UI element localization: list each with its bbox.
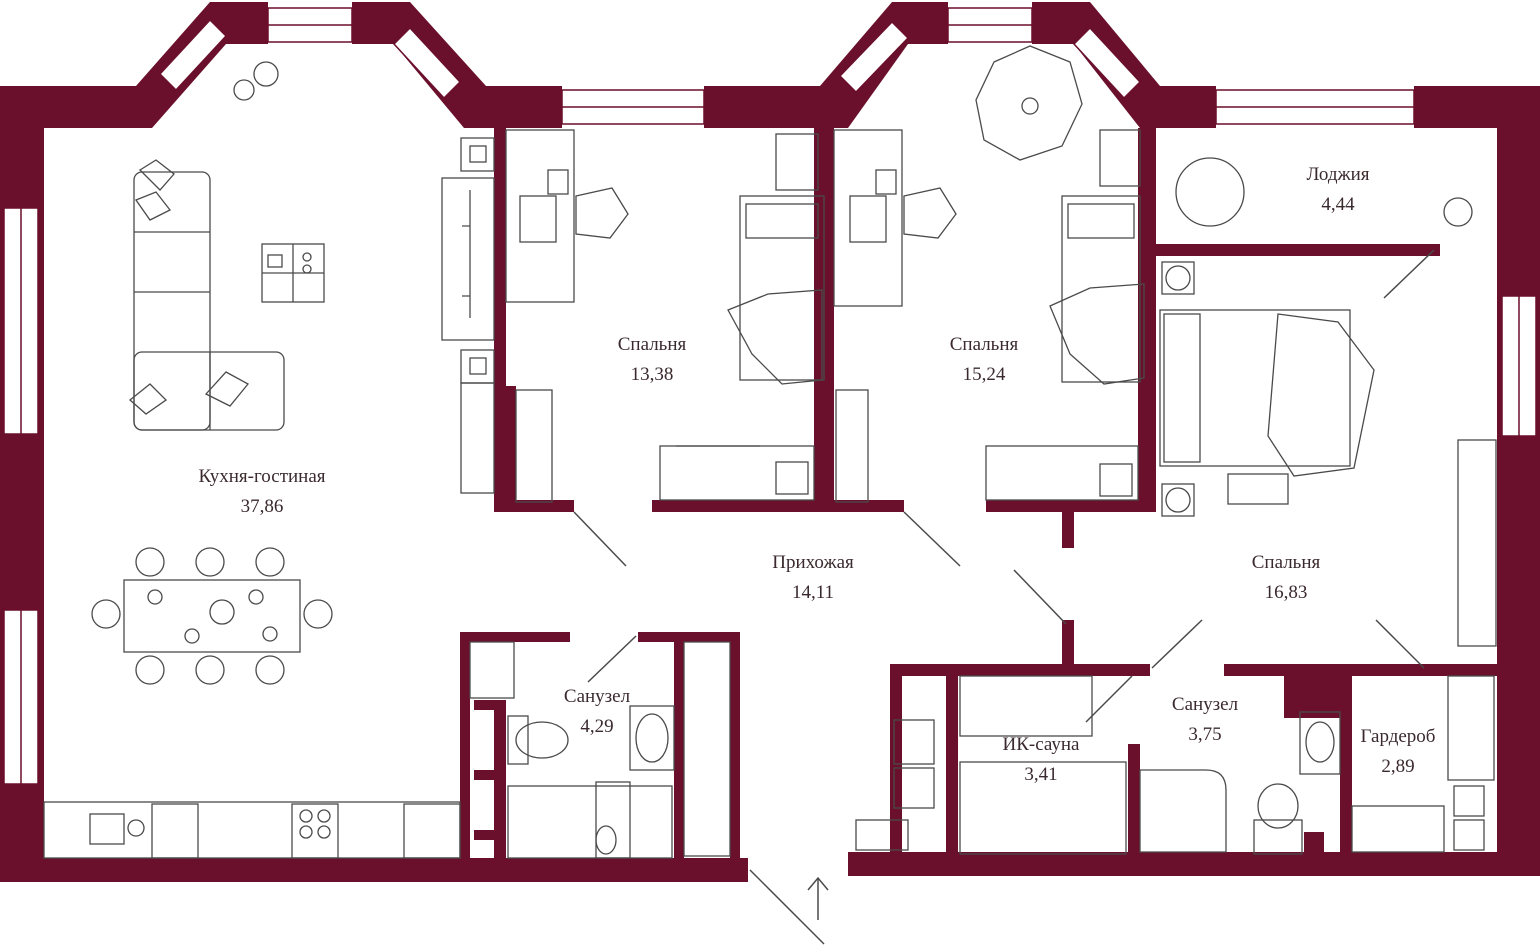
doors	[573, 249, 1435, 945]
room-name: Лоджия	[1306, 164, 1370, 185]
room-label-bathroom-2: Санузел 3,75	[1172, 690, 1238, 750]
walls	[0, 2, 1540, 882]
room-label-kitchen-living: Кухня-гостиная 37,86	[198, 462, 325, 522]
room-name: Спальня	[1251, 552, 1321, 573]
room-name: Санузел	[1171, 694, 1239, 715]
room-label-bedroom-2: Спальня 15,24	[950, 330, 1019, 390]
room-name: ИК-сауна	[1002, 734, 1080, 755]
room-area: 16,83	[1264, 582, 1308, 603]
room-name: Санузел	[563, 686, 631, 707]
room-area: 37,86	[240, 496, 284, 517]
room-area: 13,38	[630, 364, 674, 385]
room-name: Спальня	[617, 334, 687, 355]
room-label-wardrobe: Гардероб 2,89	[1361, 722, 1436, 782]
room-area: 3,41	[1024, 764, 1058, 785]
room-name: Прихожая	[772, 552, 854, 573]
room-label-bathroom-1: Санузел 4,29	[564, 682, 630, 742]
room-label-sauna: ИК-сауна 3,41	[1003, 730, 1080, 790]
room-area: 14,11	[791, 582, 835, 603]
room-label-bedroom-3: Спальня 16,83	[1252, 548, 1321, 608]
room-name: Кухня-гостиная	[198, 466, 326, 487]
room-area: 15,24	[962, 364, 1006, 385]
room-area: 3,75	[1188, 724, 1222, 745]
room-label-loggia: Лоджия 4,44	[1306, 160, 1369, 220]
windows	[3, 7, 1537, 785]
room-name: Спальня	[949, 334, 1019, 355]
furniture	[43, 45, 1497, 859]
room-name: Гардероб	[1360, 726, 1436, 747]
room-area: 2,89	[1381, 756, 1415, 777]
room-label-bedroom-1: Спальня 13,38	[618, 330, 687, 390]
room-area: 4,44	[1321, 194, 1355, 215]
room-area: 4,29	[580, 716, 614, 737]
entrance-arrow-icon	[807, 876, 829, 920]
room-label-hallway: Прихожая 14,11	[772, 548, 854, 608]
